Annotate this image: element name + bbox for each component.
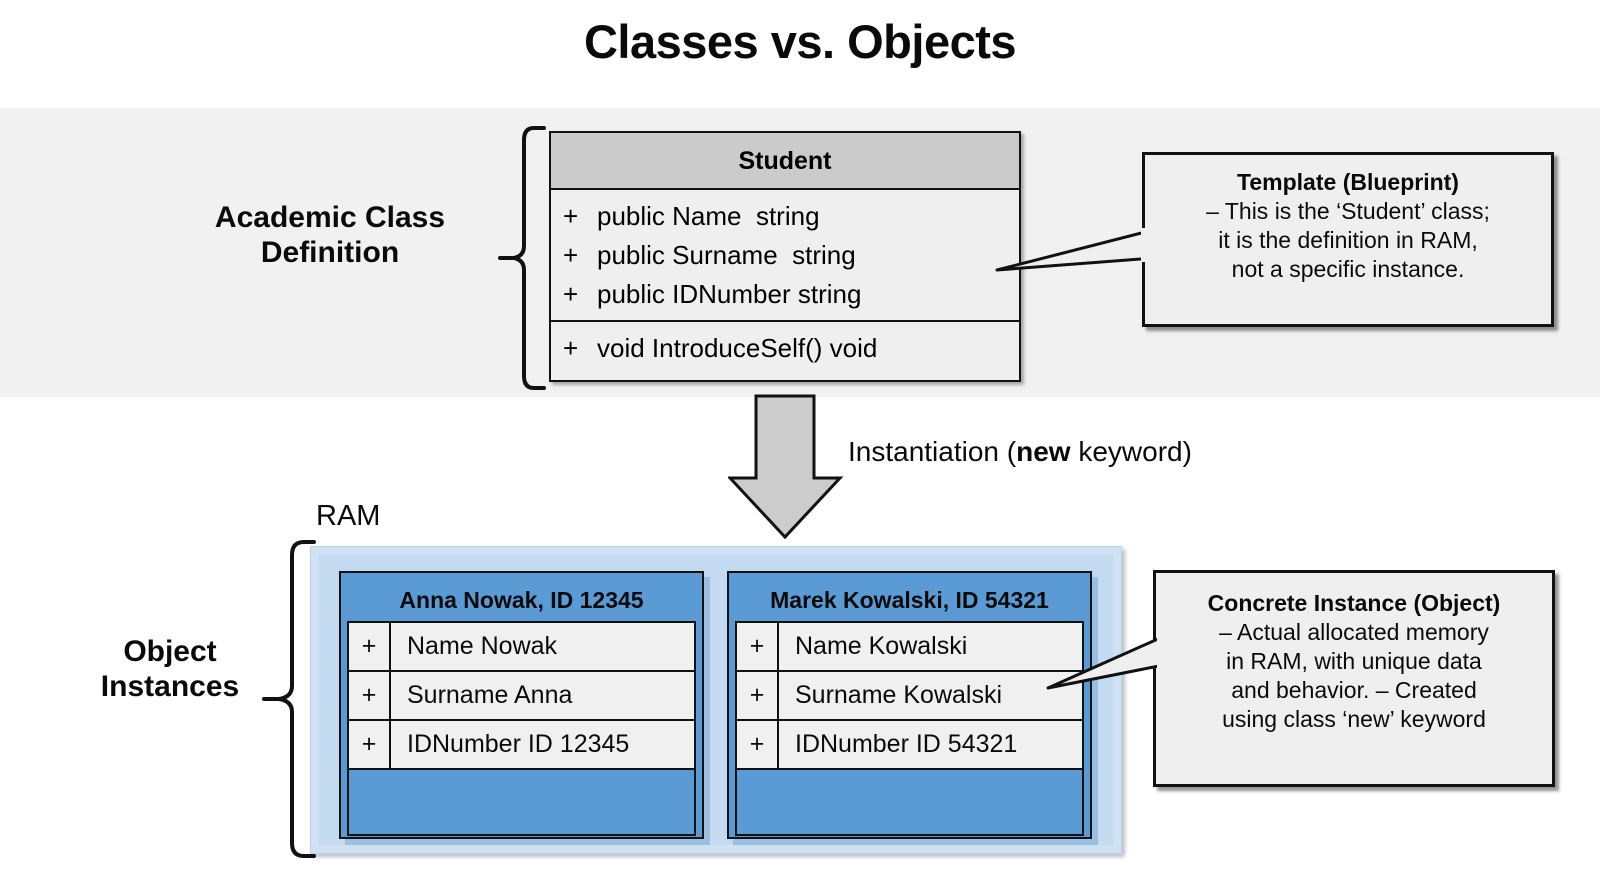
visibility-marker: + (737, 672, 779, 719)
object-field-label: IDNumber ID 54321 (795, 730, 1018, 758)
callout-object-line4: using class ‘new’ keyword (1222, 705, 1486, 732)
visibility-marker: + (563, 333, 579, 363)
callout-object-line3: and behavior. – Created (1231, 676, 1477, 703)
visibility-marker: + (349, 721, 391, 768)
object-card-header: Marek Kowalski, ID 54321 (735, 579, 1084, 621)
callout-class-title: Template (Blueprint) (1237, 169, 1459, 195)
callout-template-blueprint: Template (Blueprint) – This is the ‘Stud… (1142, 152, 1554, 327)
object-card-body: Anna Nowak, ID 12345 + Name Nowak + Surn… (339, 571, 704, 839)
uml-attribute-row: + public Name string (551, 197, 1019, 236)
object-field-label: Name Kowalski (795, 632, 968, 660)
instantiation-label: Instantiation (new keyword) (848, 436, 1192, 468)
callout-class-line3: not a specific instance. (1231, 255, 1465, 282)
ram-label: RAM (316, 500, 381, 532)
object-card-body: Marek Kowalski, ID 54321 + Name Kowalski… (727, 571, 1092, 839)
uml-attribute-row: + public Surname string (551, 236, 1019, 275)
callout-class-line1: – This is the ‘Student’ class; (1206, 197, 1490, 224)
instantiation-keyword: new (1016, 436, 1071, 467)
instantiation-text-after: keyword) (1070, 436, 1192, 467)
class-definition-label-line2: Definition (260, 236, 400, 270)
object-methods-compartment (735, 770, 1084, 836)
object-field-row: + Surname Kowalski (737, 672, 1082, 721)
ram-container: Anna Nowak, ID 12345 + Name Nowak + Surn… (310, 546, 1122, 854)
uml-operations-compartment: + void IntroduceSelf() void (551, 322, 1019, 374)
visibility-marker: + (737, 623, 779, 670)
callout-object-line1: – Actual allocated memory (1219, 618, 1489, 645)
class-definition-label-line1: Academic Class (214, 201, 446, 234)
visibility-marker: + (349, 672, 391, 719)
visibility-marker: + (563, 240, 579, 270)
callout-object-title: Concrete Instance (Object) (1207, 590, 1501, 616)
section-label-object-instances: Object Instances (35, 634, 305, 705)
object-instances-label-line2: Instances (100, 670, 240, 704)
visibility-marker: + (563, 201, 579, 231)
visibility-marker: + (349, 623, 391, 670)
uml-operation-row: + void IntroduceSelf() void (551, 329, 1019, 368)
object-field-row: + Name Nowak (349, 623, 694, 672)
instantiation-arrow-icon (726, 394, 844, 540)
object-methods-compartment (347, 770, 696, 836)
visibility-marker: + (737, 721, 779, 768)
object-card-header: Anna Nowak, ID 12345 (347, 579, 696, 621)
object-field-label: Surname Kowalski (795, 681, 1003, 709)
uml-attributes-compartment: + public Name string + public Surname st… (551, 190, 1019, 322)
attribute-signature: public IDNumber string (597, 279, 862, 309)
attribute-signature: public Name string (597, 201, 820, 231)
operation-signature: void IntroduceSelf() void (597, 333, 878, 363)
page-title: Classes vs. Objects (583, 15, 1017, 68)
object-field-row: + Surname Anna (349, 672, 694, 721)
instantiation-text-before: Instantiation ( (848, 436, 1017, 467)
class-brace-icon (498, 126, 546, 390)
object-field-row: + IDNumber ID 12345 (349, 721, 694, 770)
object-field-list: + Name Nowak + Surname Anna + IDNumber I… (347, 621, 696, 770)
uml-class-name: Student (551, 133, 1019, 190)
callout-object-line2: in RAM, with unique data (1226, 647, 1482, 674)
ram-container-inner: Anna Nowak, ID 12345 + Name Nowak + Surn… (319, 555, 1113, 845)
callout-class-line2: it is the definition in RAM, (1218, 226, 1478, 253)
callout-concrete-instance: Concrete Instance (Object) – Actual allo… (1153, 570, 1555, 787)
section-label-class-definition: Academic Class Definition (165, 200, 495, 271)
object-field-label: Name Nowak (407, 632, 558, 660)
uml-class-box-student: Student + public Name string + public Su… (549, 131, 1021, 382)
visibility-marker: + (563, 279, 579, 309)
object-instance-card: Anna Nowak, ID 12345 + Name Nowak + Surn… (339, 571, 710, 845)
object-instance-card: Marek Kowalski, ID 54321 + Name Kowalski… (727, 571, 1098, 845)
objects-brace-icon (262, 540, 316, 858)
object-field-row: + Name Kowalski (737, 623, 1082, 672)
uml-attribute-row: + public IDNumber string (551, 275, 1019, 314)
object-field-row: + IDNumber ID 54321 (737, 721, 1082, 770)
object-field-label: Surname Anna (407, 681, 573, 709)
object-field-label: IDNumber ID 12345 (407, 730, 630, 758)
object-field-list: + Name Kowalski + Surname Kowalski + IDN… (735, 621, 1084, 770)
object-instances-label-line1: Object (123, 635, 217, 668)
attribute-signature: public Surname string (597, 240, 856, 270)
